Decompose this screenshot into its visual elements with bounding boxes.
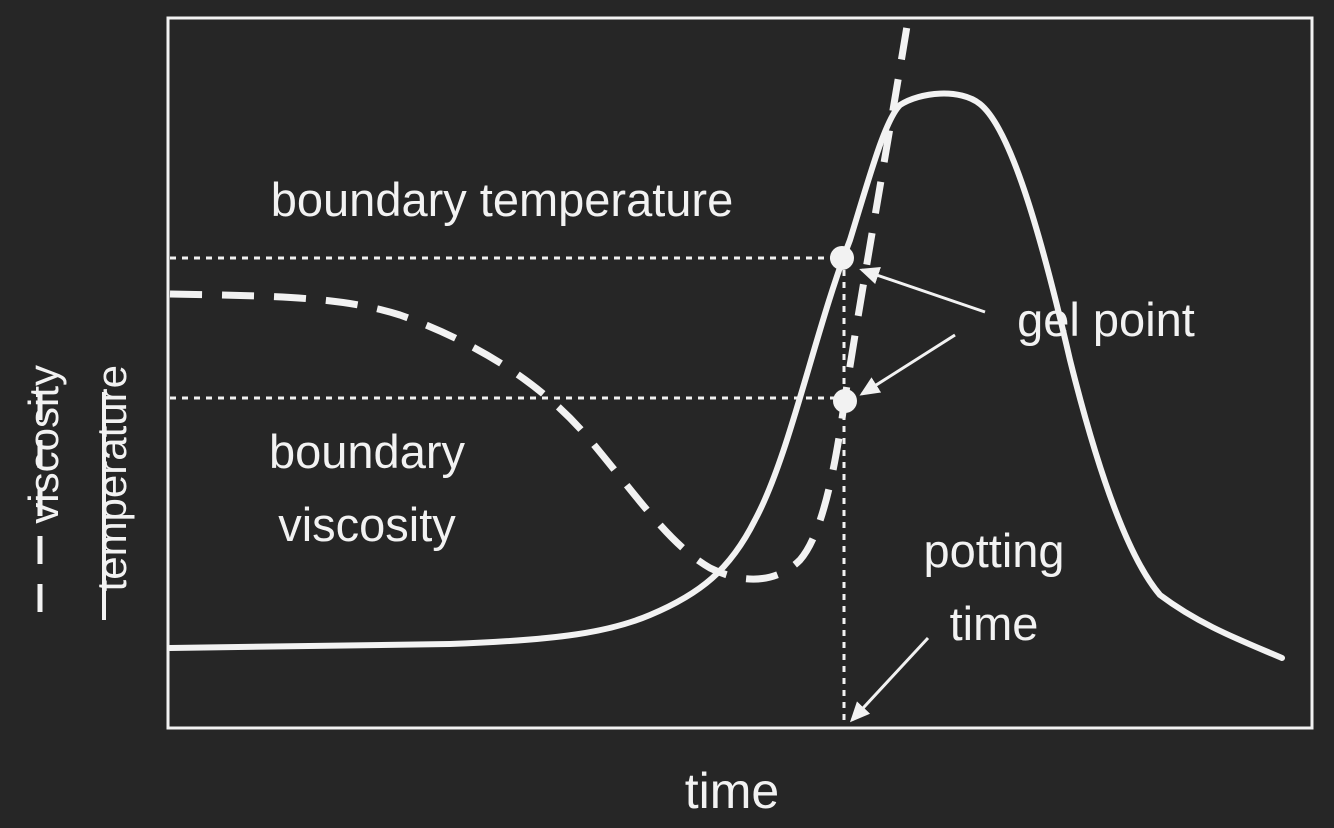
gel-point-arrow-lower (859, 333, 956, 396)
gel-point-arrow-upper (859, 266, 986, 314)
x-axis-label: time (685, 763, 779, 819)
legend-viscosity-label: viscosity (20, 365, 67, 524)
legend-temperature-label: temperature (88, 365, 135, 591)
plot-frame (166, 16, 1314, 730)
potting-time-label-line2: time (950, 597, 1039, 650)
temperature-curve (167, 90, 1285, 661)
boundary-temperature-label: boundary temperature (271, 173, 733, 226)
gel-point-viscosity-marker (833, 389, 857, 413)
boundary-viscosity-label-line2: viscosity (278, 498, 456, 551)
gel-point-temperature-marker (830, 246, 854, 270)
potting-time-arrow (849, 636, 930, 723)
potting-time-label-line1: potting (923, 524, 1064, 577)
boundary-viscosity-label-line1: boundary (269, 425, 465, 478)
viscosity-curve (169, 19, 912, 583)
gel-point-label: gel point (1017, 293, 1195, 346)
